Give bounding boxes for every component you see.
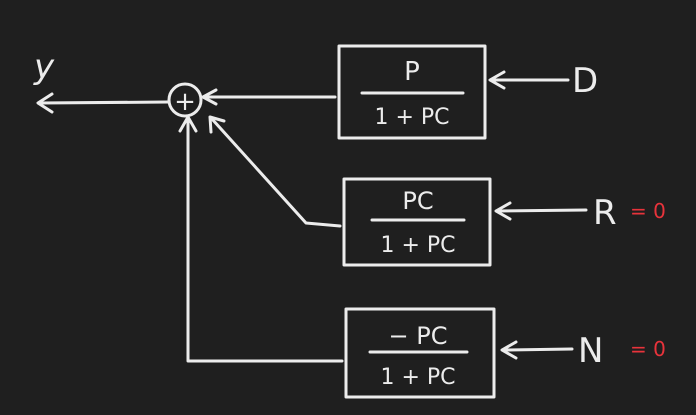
connector-block-reference [210, 117, 342, 228]
arrowhead-block-noise [178, 115, 198, 133]
block-disturbance-denominator: 1 + PC [374, 105, 449, 130]
arrowhead-block-reference [208, 115, 226, 134]
connector-block-noise [186, 118, 344, 363]
block-noise-denominator: 1 + PC [380, 365, 455, 390]
summing-junction-plus: + [174, 87, 196, 117]
summing-junction: + [167, 82, 203, 118]
block-reference: PC 1 + PC [342, 177, 492, 267]
input-value-n: = 0 [630, 337, 666, 361]
input-label-n: N [578, 331, 603, 371]
input-arrowhead-n [500, 340, 518, 360]
input-arrowhead-d [488, 70, 506, 90]
output-arrowhead [36, 92, 54, 114]
output-line [38, 100, 170, 105]
block-disturbance: P 1 + PC [337, 44, 487, 140]
input-label-r: R [593, 193, 617, 233]
block-disturbance-numerator: P [404, 57, 420, 87]
summing-junction-circle [167, 82, 203, 118]
block-disturbance-box [337, 44, 487, 140]
arrowhead-block-disturbance [201, 88, 218, 106]
block-noise: − PC 1 + PC [344, 307, 496, 399]
block-noise-box [344, 307, 496, 399]
block-noise-numerator: − PC [389, 322, 448, 350]
block-reference-numerator: PC [402, 187, 433, 215]
input-arrowhead-r [494, 201, 512, 221]
input-line-r [496, 208, 588, 213]
output-label: y [33, 47, 55, 87]
block-reference-box [342, 177, 492, 267]
block-reference-denominator: 1 + PC [380, 233, 455, 258]
input-value-r: = 0 [630, 199, 666, 223]
input-line-n [502, 347, 574, 352]
input-label-d: D [572, 61, 598, 101]
